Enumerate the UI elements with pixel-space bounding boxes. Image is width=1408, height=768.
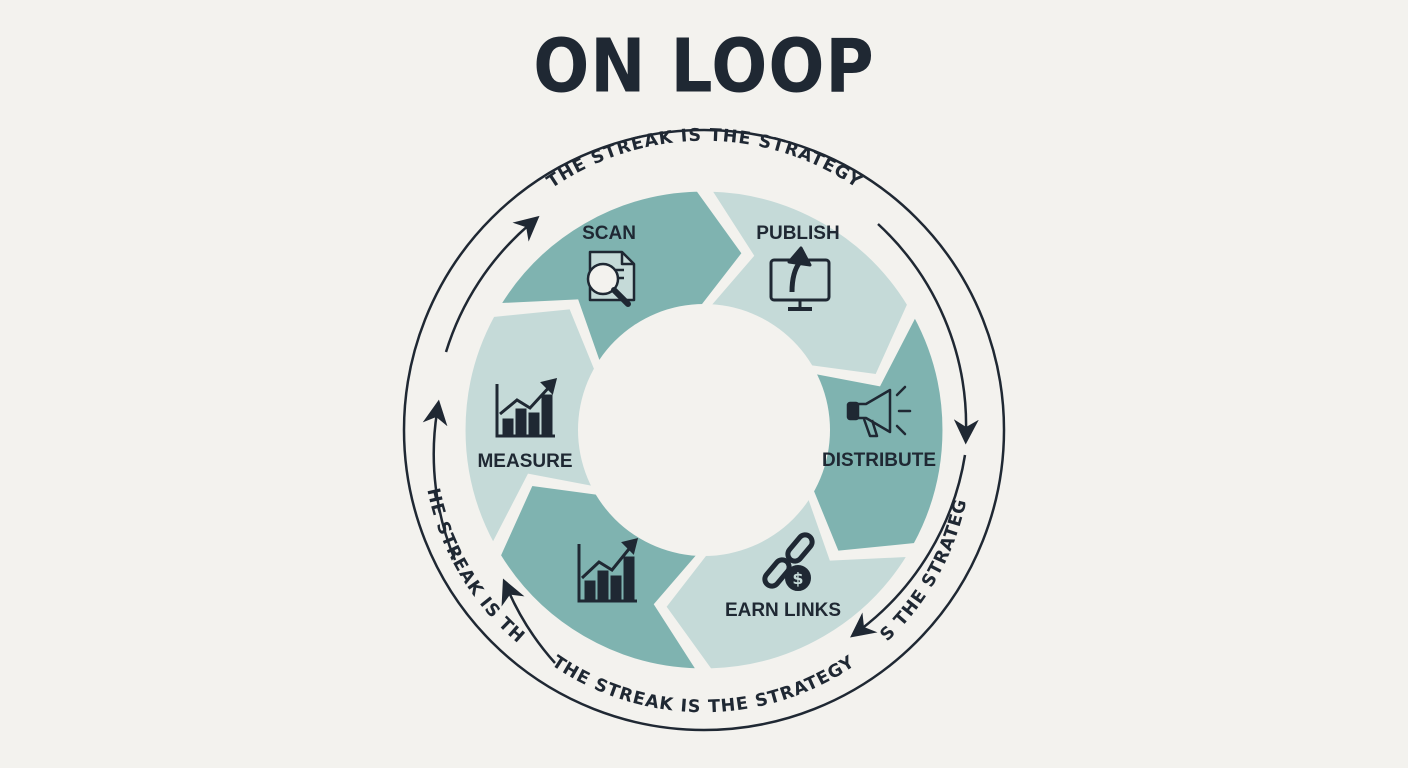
growth-chart-icon bbox=[577, 537, 639, 603]
segment-label-earn-links: EARN LINKS bbox=[725, 600, 841, 621]
ring-arrow-top bbox=[444, 215, 540, 353]
ring-arrow-right bbox=[877, 223, 979, 445]
segment-label-distribute: DISTRIBUTE bbox=[822, 450, 936, 471]
ring-text-top: THE STREAK IS THE STRATEGY bbox=[544, 126, 866, 193]
monitor-upload-icon bbox=[769, 246, 831, 311]
segment-label-publish: PUBLISH bbox=[756, 223, 839, 244]
ring-text-left: THE STREAK IS THE bbox=[0, 0, 529, 648]
page-title: ON LOOP bbox=[533, 23, 875, 110]
ring-arrow-bottom-right bbox=[850, 454, 967, 638]
ring-arrow-bottom-left bbox=[501, 578, 556, 664]
svg-text:$: $ bbox=[792, 569, 803, 588]
magnifier-document-icon bbox=[586, 250, 636, 307]
outer-ring bbox=[402, 128, 1006, 732]
megaphone-icon bbox=[846, 385, 912, 438]
segment-label-scan: SCAN bbox=[582, 223, 636, 244]
growth-chart-icon bbox=[495, 377, 558, 438]
center-circle bbox=[578, 304, 830, 556]
segment-label-measure: MEASURE bbox=[477, 451, 572, 472]
chain-dollar-icon: $ bbox=[762, 532, 815, 591]
ring-arrow-left bbox=[422, 399, 457, 561]
